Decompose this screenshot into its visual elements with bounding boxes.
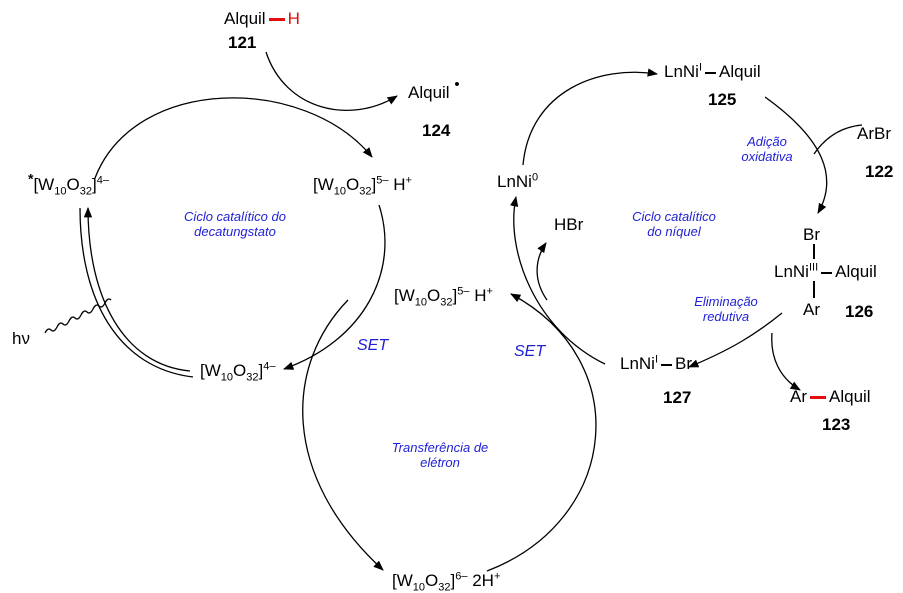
arrow-set-right (486, 293, 597, 572)
hydrogen-bromide: HBr (554, 215, 584, 234)
label-123: 123 (822, 415, 851, 434)
arrow-ground-to-excited-parallel (79, 207, 194, 378)
arrow-hat (265, 51, 398, 111)
arrow-set-left (302, 299, 384, 571)
arrow-ni-regeneration (510, 195, 606, 365)
photon-label: hν (12, 329, 30, 348)
arrow-hbr-out (536, 242, 548, 301)
label-set-right: SET (514, 343, 546, 360)
ni-0: LnNi0 (497, 171, 539, 191)
ni-iii-br: Br (803, 225, 820, 244)
arrow-reductive-elimination (688, 312, 783, 368)
arrow-ground-to-excited (83, 206, 191, 372)
label-124: 124 (422, 121, 451, 140)
excited-decatungstate: *[W10O32]4– (28, 170, 109, 198)
doubly-reduced-decatungstate: [W10O32]6– 2H+ (392, 570, 501, 593)
photon-squiggle (44, 298, 112, 334)
label-set-left: SET (357, 337, 389, 354)
label-122: 122 (865, 162, 894, 181)
arrow-arbr-in (813, 124, 863, 155)
label-126: 126 (845, 302, 874, 321)
alkyl-radical: Alquil • (408, 76, 460, 102)
ground-decatungstate: [W10O32]4– (200, 360, 276, 384)
label-127: 127 (663, 388, 692, 407)
arrow-product-out (771, 332, 801, 391)
arrow-oxidative-addition (764, 96, 828, 214)
aryl-bromide: ArBr (857, 124, 891, 143)
arrow-radical-capture (522, 68, 659, 166)
label-121: 121 (228, 33, 257, 52)
arrow-excited-to-reduced (94, 97, 373, 179)
reduced-decatungstate-mid: [W10O32]5– H+ (394, 285, 493, 309)
label-125: 125 (708, 90, 737, 109)
reduced-decatungstate-top: [W10O32]5– H+ (313, 174, 412, 198)
ni-iii-ar: Ar (803, 300, 820, 319)
